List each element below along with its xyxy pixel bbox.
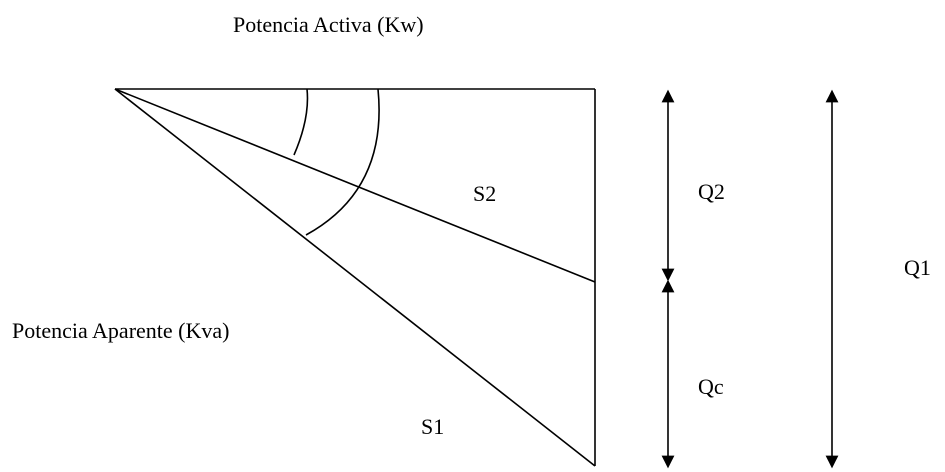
apparent-power-label: Potencia Aparente (Kva) bbox=[12, 318, 230, 343]
q2-label: Q2 bbox=[698, 179, 725, 204]
angle-phi1-arc bbox=[305, 88, 380, 236]
s1-label: S1 bbox=[421, 414, 445, 439]
s2-label: S2 bbox=[473, 181, 497, 206]
qc-label: Qc bbox=[698, 374, 724, 399]
active-power-label: Potencia Activa (Kw) bbox=[233, 12, 424, 37]
s1-line bbox=[114, 88, 596, 467]
q1-label: Q1 bbox=[904, 255, 931, 280]
s2-line bbox=[114, 88, 596, 283]
angle-phi2-arc bbox=[293, 88, 309, 156]
